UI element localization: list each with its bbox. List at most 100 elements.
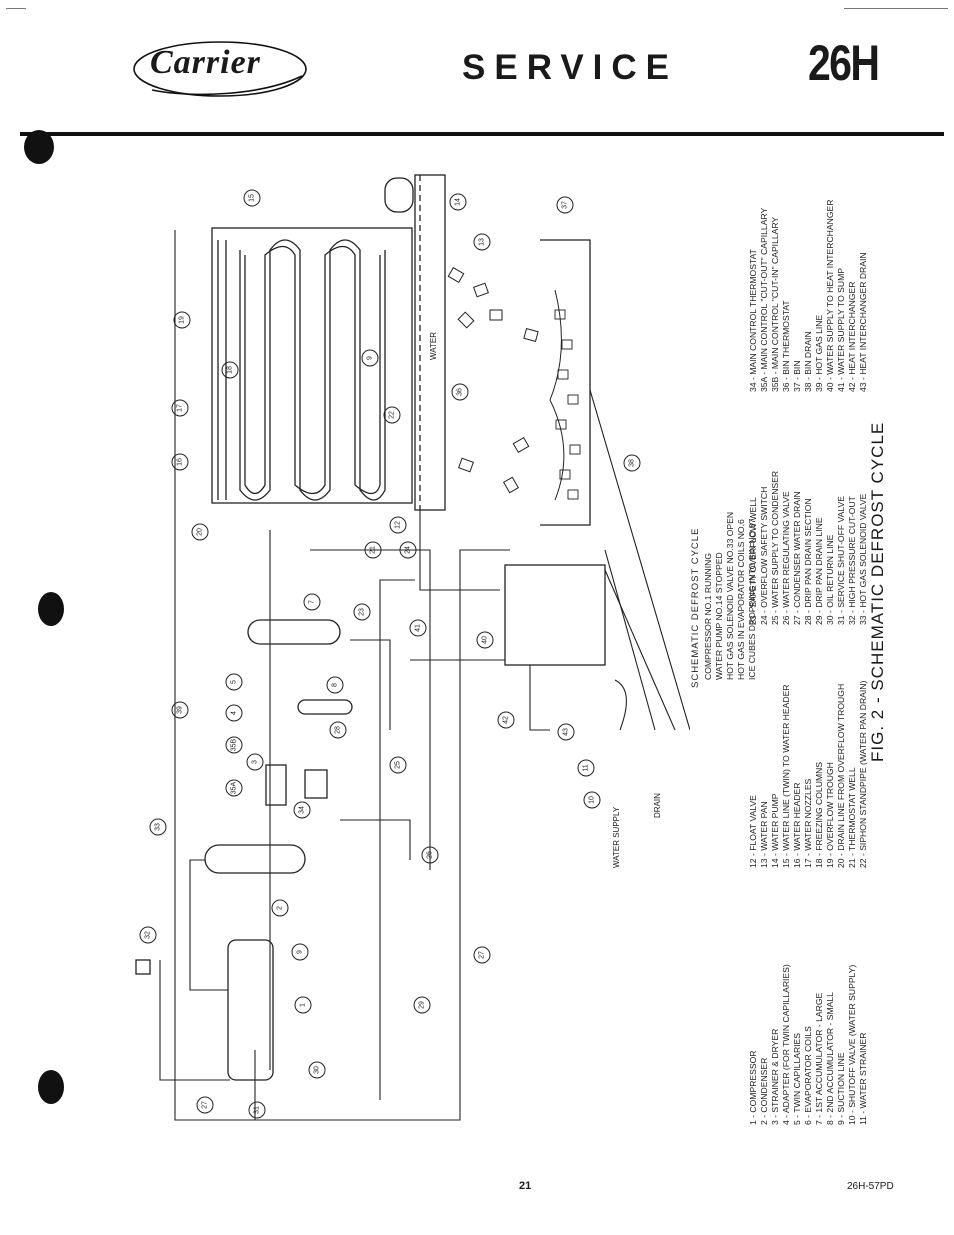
- piping: [159, 230, 690, 1121]
- heat-interchanger: [504, 564, 606, 666]
- legend-item: 40 - WATER SUPPLY TO HEAT INTERCHANGER: [825, 199, 835, 392]
- callout-number: 40: [482, 636, 489, 644]
- legend-item: 32 - HIGH PRESSURE CUT-OUT: [847, 496, 857, 625]
- callout-number: 5: [231, 680, 238, 684]
- diagram-title: SCHEMATIC DEFROST CYCLE: [690, 527, 701, 688]
- legend-item: 1 - COMPRESSOR: [748, 1050, 758, 1126]
- callout-number: 36: [457, 388, 464, 396]
- callout-number: 11: [583, 764, 590, 771]
- callout-number: 18: [227, 366, 234, 374]
- legend-item: 16 - WATER HEADER: [792, 782, 802, 868]
- pressure-cutout: [135, 959, 151, 975]
- legend-item: 31 - SERVICE SHUT-OFF VALVE: [836, 496, 846, 625]
- callout-number: 28: [335, 726, 342, 734]
- callout-number: 39: [177, 706, 184, 714]
- callout-number: 38: [629, 459, 636, 467]
- callout-number: 3: [252, 760, 259, 764]
- callout-number: 29: [419, 1001, 426, 1009]
- condenser: [204, 844, 306, 874]
- legend-item: 10 - SHUTOFF VALVE (WATER SUPPLY): [847, 964, 857, 1125]
- page-number: 21: [519, 1180, 532, 1192]
- callout-number: 7: [309, 600, 316, 604]
- legend-item: 8 - 2ND ACCUMULATOR - SMALL: [825, 992, 835, 1125]
- legend-item: 34 - MAIN CONTROL THERMOSTAT: [748, 249, 758, 392]
- brand-wordmark: Carrier: [150, 44, 261, 81]
- binder-hole-middle: [38, 592, 64, 626]
- legend-item: 13 - WATER PAN: [759, 801, 769, 868]
- callout-number: 22: [389, 411, 396, 419]
- legend-item: 5 - TWIN CAPILLARIES: [792, 1032, 802, 1125]
- callout-number: 9: [367, 356, 374, 360]
- legend-item: 25 - WATER SUPPLY TO CONDENSER: [770, 470, 780, 625]
- callout-number: 26: [427, 851, 434, 859]
- legend-col-2: 12 - FLOAT VALVE 13 - WATER PAN 14 - WAT…: [748, 681, 869, 868]
- callout-number: 27: [202, 1101, 209, 1109]
- cycle-note: HOT GAS SOLENOID VALVE NO.33 OPEN: [725, 511, 735, 680]
- callout-number: 15: [249, 194, 256, 202]
- callout-number: 2: [277, 906, 284, 910]
- legend-item: 20 - DRAIN LINE FROM OVERFLOW TROUGH: [836, 683, 846, 868]
- legend-item: 41 - WATER SUPPLY TO SUMP: [836, 267, 846, 392]
- label-drain: DRAIN: [653, 793, 662, 818]
- legend-item: 18 - FREEZING COLUMNS: [814, 761, 824, 868]
- callout-number: 4: [231, 711, 238, 715]
- strainer-dryer: [265, 764, 287, 806]
- top-rule-left: [6, 8, 26, 9]
- page-title: SERVICE: [462, 48, 679, 87]
- legend-item: 26 - WATER REGULATING VALVE: [781, 491, 791, 625]
- callout-number: 30: [314, 1066, 321, 1074]
- legend-item: 35B - MAIN CONTROL "CUT-IN" CAPILLARY: [770, 216, 780, 392]
- evaporator-frame: [211, 227, 413, 504]
- legend-item: 14 - WATER PUMP: [770, 793, 780, 869]
- callout-number: 31: [254, 1106, 261, 1114]
- legend-item: 35A - MAIN CONTROL "CUT-OUT" CAPILLARY: [759, 207, 769, 392]
- bin-ice: [554, 309, 581, 500]
- label-water-supply: WATER SUPPLY: [612, 806, 621, 868]
- legend-item: 15 - WATER LINE (TWIN) TO WATER HEADER: [781, 684, 791, 868]
- ice-cubes: [447, 266, 539, 494]
- legend-col-4: 34 - MAIN CONTROL THERMOSTAT 35A - MAIN …: [748, 200, 869, 392]
- callout-number: 35B: [231, 738, 238, 751]
- callout-number: 21: [370, 546, 377, 554]
- legend-item: 29 - DRIP PAN DRAIN LINE: [814, 517, 824, 625]
- label-water: WATER: [429, 332, 438, 360]
- legend-item: 30 - OIL RETURN LINE: [825, 534, 835, 625]
- binder-hole-bottom: [38, 1070, 64, 1104]
- callout-number: 24: [405, 546, 412, 554]
- model-number: 26H: [808, 35, 880, 91]
- evaporator-coils: [239, 239, 386, 501]
- legend-item: 9 - SUCTION LINE: [836, 1052, 846, 1125]
- cycle-note: COMPRESSOR NO.1 RUNNING: [703, 552, 713, 680]
- callout-number: 35A: [231, 781, 238, 794]
- callout-number: 10: [589, 796, 596, 804]
- callout-circles: [139, 189, 641, 1119]
- callout-number: 12: [395, 521, 402, 529]
- callout-number: 13: [479, 238, 486, 246]
- top-rule-right: [844, 8, 948, 9]
- legend-item: 43 - HEAT INTERCHANGER DRAIN: [858, 252, 868, 392]
- legend-col-3: 23 - SAFETY OVERFLOW WELL 24 - OVERFLOW …: [748, 471, 869, 625]
- legend-item: 11 - WATER STRAINER: [858, 1032, 868, 1125]
- callout-number: 33: [155, 823, 162, 831]
- legend-item: 39 - HOT GAS LINE: [814, 314, 824, 392]
- header-rule: [20, 132, 944, 136]
- main-thermostat: [304, 769, 328, 799]
- callout-number: 41: [415, 624, 422, 632]
- legend-item: 6 - EVAPORATOR COILS: [803, 1026, 813, 1125]
- callout-number: 32: [145, 931, 152, 939]
- cycle-note: HOT GAS IN EVAPORATOR COILS NO.6: [736, 519, 746, 680]
- legend-item: 19 - OVERFLOW TROUGH: [825, 762, 835, 868]
- callout-number: 8: [332, 683, 339, 687]
- legend-item: 24 - OVERFLOW SAFETY SWITCH: [759, 486, 769, 625]
- callout-number: 42: [503, 716, 510, 724]
- callout-number: 27: [479, 951, 486, 959]
- legend-item: 21 - THERMOSTAT WELL: [847, 767, 857, 868]
- callout-number: 9: [297, 950, 304, 954]
- legend-item: 38 - BIN DRAIN: [803, 331, 813, 392]
- callout-number: 34: [299, 806, 306, 814]
- legend-item: 7 - 1ST ACCUMULATOR - LARGE: [814, 992, 824, 1125]
- callout-number: 17: [177, 404, 184, 412]
- legend-item: 42 - HEAT INTERCHANGER: [847, 281, 857, 392]
- callout-number: 16: [177, 458, 184, 466]
